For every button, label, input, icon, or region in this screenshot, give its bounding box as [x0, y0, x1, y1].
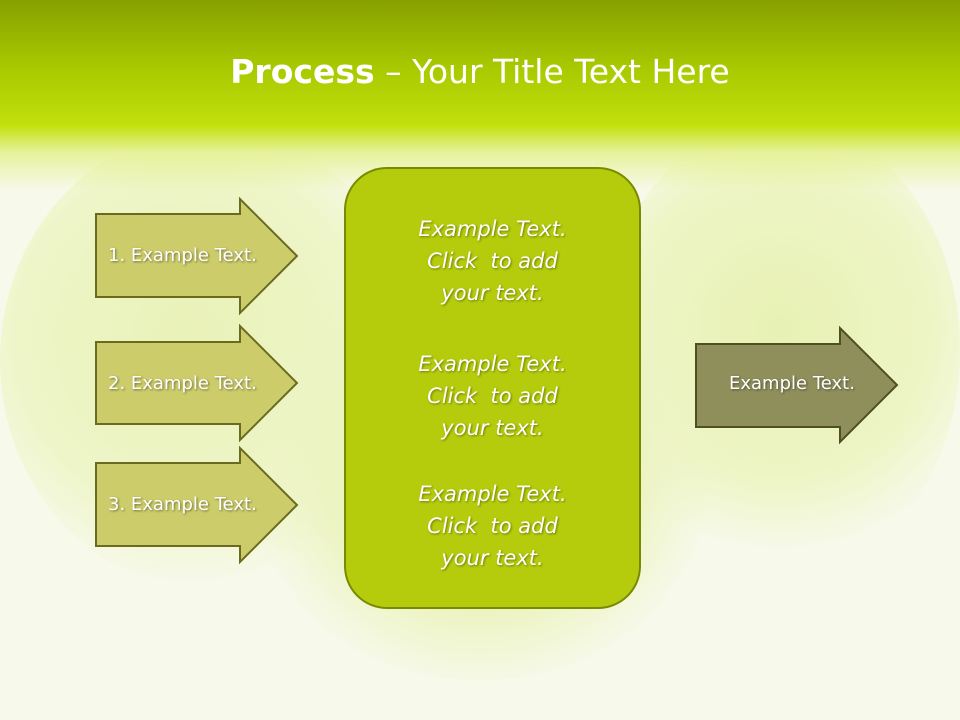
center-box[interactable] — [344, 167, 641, 609]
step-label-2: 2. Example Text. — [108, 373, 257, 394]
center-text-line: Click to add — [427, 514, 558, 538]
result-arrow[interactable] — [695, 325, 899, 445]
step-label-1: 1. Example Text. — [108, 245, 257, 266]
center-text-line: your text. — [441, 416, 544, 440]
title-rest: – Your Title Text Here — [374, 52, 730, 91]
slide-title[interactable]: Process – Your Title Text Here — [0, 52, 960, 91]
center-text-line: Example Text. — [418, 217, 567, 241]
title-bold: Process — [230, 52, 375, 91]
center-text-line: your text. — [441, 281, 544, 305]
center-text-1: Example Text. Click to add your text. — [345, 213, 640, 309]
step-label-3: 3. Example Text. — [108, 494, 257, 515]
result-label: Example Text. — [729, 373, 855, 394]
title-bar — [0, 0, 960, 190]
center-text-line: your text. — [441, 546, 544, 570]
center-text-line: Example Text. — [418, 352, 567, 376]
center-text-line: Click to add — [427, 384, 558, 408]
step-arrow-1[interactable] — [95, 196, 299, 316]
center-text-3: Example Text. Click to add your text. — [345, 478, 640, 574]
center-text-line: Example Text. — [418, 482, 567, 506]
center-text-line: Click to add — [427, 249, 558, 273]
center-text-2: Example Text. Click to add your text. — [345, 348, 640, 444]
step-arrow-2[interactable] — [95, 323, 299, 443]
step-arrow-3[interactable] — [95, 445, 299, 565]
